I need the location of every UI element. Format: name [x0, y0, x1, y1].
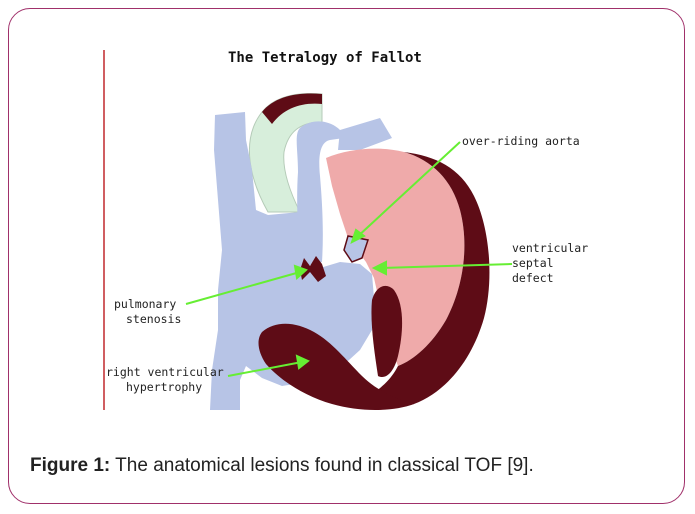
caption-text: The anatomical lesions found in classica… [110, 455, 534, 476]
label-overriding-aorta: over-riding aorta [462, 134, 580, 149]
label-rv-hypertrophy-line1: right ventricular [106, 365, 224, 380]
diagram-title: The Tetralogy of Fallot [228, 50, 428, 66]
label-vsd-line1: ventricular [512, 241, 588, 256]
label-pulmonary-stenosis-line2: stenosis [126, 312, 181, 327]
caption-label: Figure 1: [30, 455, 110, 476]
label-vsd-line2: septal [512, 256, 554, 271]
label-pulmonary-stenosis-line1: pulmonary [114, 297, 176, 312]
aorta-arm-shape [338, 118, 392, 150]
tof-heart-diagram [0, 0, 695, 440]
label-vsd-line3: defect [512, 271, 554, 286]
figure-caption: Figure 1: The anatomical lesions found i… [30, 455, 670, 477]
label-rv-hypertrophy-line2: hypertrophy [126, 380, 202, 395]
